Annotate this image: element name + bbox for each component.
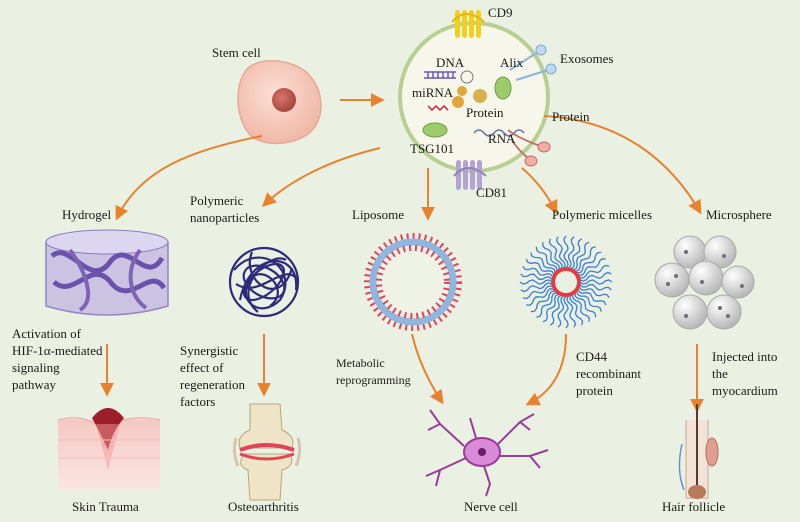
mechanism-label: Metabolic reprogramming [336,356,411,387]
micelle-tail [519,279,553,285]
micelle-tail [520,273,553,281]
mechanism-label: Injected into the myocardium [712,349,778,398]
stem-cell-graphic [237,60,322,145]
arrow-to-hydrogel [115,135,263,221]
arrow-to-micelles [521,167,558,215]
hair-follicle-graphic [678,404,719,499]
micelle-tail [542,242,560,270]
micelle-tail [566,295,577,328]
skin-trauma-graphic [57,408,161,490]
arrows [100,93,704,413]
micelle-tail [576,251,602,274]
mechanism-label: Synergistic effect of regeneration facto… [180,343,245,409]
target-label: Skin Trauma [72,499,139,514]
micelle-tail [576,290,602,312]
micelle-tail [572,294,590,322]
nerve-cell-graphic [425,409,549,497]
micelle-tail [563,295,569,329]
mirna-label: miRNA [412,85,454,100]
target-label: Hair follicle [662,499,726,514]
mirna-glyph [427,104,449,112]
micelle-tail [536,292,558,318]
liposome-graphic [364,233,462,331]
hydrogel-graphic [45,229,169,316]
micelle-tail [520,282,553,293]
carrier-name: Polymeric nanoparticles [190,193,260,225]
micelle-graphic [519,235,613,329]
micelle-tail [530,252,556,274]
osteoarthritis-graphic [232,403,302,501]
arrow-liposome-to-nerve [411,333,444,405]
micelle-tail [526,288,554,306]
micelle-tail [522,265,554,278]
rna-glyph [473,129,525,137]
target-label: Osteoarthritis [228,499,299,514]
micelle-tail [563,235,569,269]
micelle-tail [525,258,555,276]
micelle-tail [542,293,560,323]
micelle-tail [574,246,596,272]
micelle-tail [577,288,607,306]
mechanism-label: CD44 recombinant protein [576,349,641,398]
micelle-tail [579,271,612,282]
micelle-tail [522,285,553,300]
micelle-tail [578,286,610,299]
micelle-tail [579,264,610,279]
micelle-tail [530,290,556,313]
micelle-tail [535,246,558,272]
protein-inner-label: Protein [466,105,504,120]
micelle-tail [557,295,565,328]
nanoparticle-graphic [228,246,300,318]
mechanism-label: Activation of HIF-1α-mediated signaling … [12,326,103,392]
cd81-receptor [453,160,487,190]
protein-outer-label: Protein [552,109,590,124]
rna-label: RNA [488,131,516,146]
micelle-tail [570,238,583,270]
micelle-tail [572,241,590,271]
arrow-to-nanoparticles [261,147,381,207]
micelle-tail [549,294,562,326]
micelle-tail [574,292,597,318]
micelle-tail [555,236,566,269]
carrier-name: Polymeric micelles [552,207,653,222]
cd9-receptor [451,10,485,38]
arrow-to-microsphere [543,115,702,215]
arrow-micelles-to-nerve [525,333,567,406]
micelle-tail [548,238,563,269]
microsphere-graphic [654,235,755,330]
cd9-label: CD9 [488,5,513,20]
carrier-name: Liposome [352,207,404,222]
cd81-label: CD81 [476,185,508,200]
dna-glyph [424,71,456,79]
micelle-tail [579,279,613,285]
carrier-name: Hydrogel [62,207,112,222]
alix-label: Alix [500,55,524,70]
target-label: Nerve cell [464,499,518,514]
stem-cell-label: Stem cell [212,45,261,60]
micelle-tail [579,283,612,291]
protein-particles [507,129,551,167]
micelle-tail [569,295,584,326]
micelle-head [576,277,581,282]
exosome-graphic [398,10,557,190]
micelle-tail [567,236,575,269]
dna-label: DNA [436,55,465,70]
exosome-particles [509,44,557,81]
micelle-tail [578,258,606,276]
exosomes-label: Exosomes [560,51,614,66]
carrier-name: Microsphere [706,207,772,222]
tsg101-label: TSG101 [410,141,455,156]
